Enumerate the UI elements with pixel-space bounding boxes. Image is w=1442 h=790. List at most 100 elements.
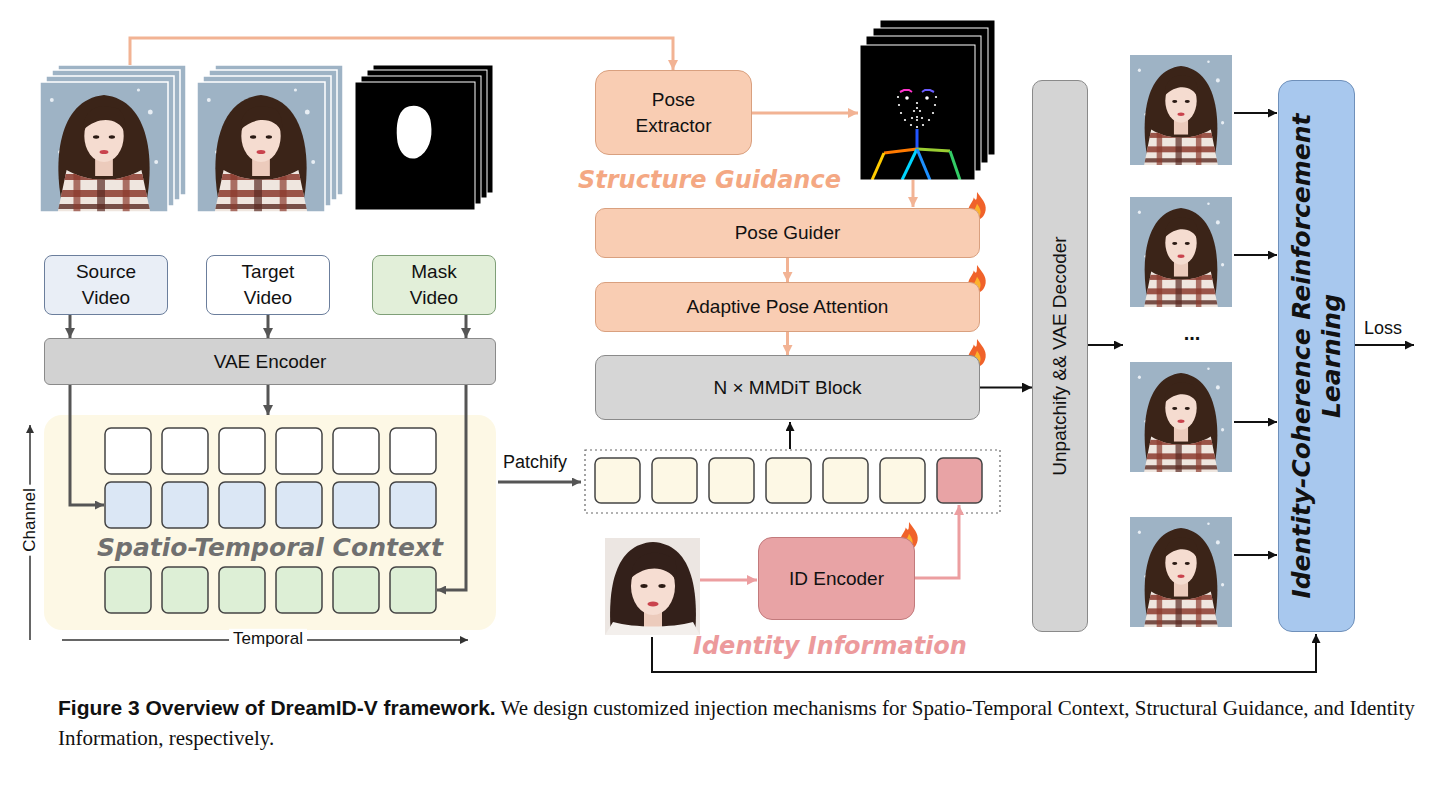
source-video-frames xyxy=(40,82,168,222)
node-label: VAE Encoder xyxy=(214,349,327,375)
context-panel xyxy=(276,567,322,613)
output-frames xyxy=(1130,362,1232,480)
context-panel xyxy=(276,428,322,474)
axis-label-holder: Channel xyxy=(20,484,40,555)
connector-arrow xyxy=(465,315,468,338)
token-strip xyxy=(880,458,925,503)
axis-label: Channel xyxy=(20,484,39,555)
token-strip xyxy=(595,458,982,503)
mask-video-frames xyxy=(355,82,475,210)
input-box: Target Video xyxy=(206,255,330,315)
context-panel xyxy=(105,428,436,613)
node-label: Pose Extractor xyxy=(624,87,724,138)
latent-arrows xyxy=(70,385,581,590)
output-arrows xyxy=(1234,554,1277,556)
context-panel xyxy=(162,567,208,613)
node-label: Pose Guider xyxy=(735,220,841,246)
token-strip xyxy=(766,458,811,503)
figure-caption: Figure 3 Overview of DreamID-V framework… xyxy=(58,693,1430,754)
structure-arrows xyxy=(130,38,913,207)
connector-arrow xyxy=(267,385,270,415)
output-frames xyxy=(1130,197,1232,315)
node-label: Adaptive Pose Attention xyxy=(687,294,889,320)
node-label: Identity-Coherence Reinforcement Learnin… xyxy=(1287,100,1347,612)
identity-arrows xyxy=(915,505,959,578)
node-label: Target Video xyxy=(228,259,308,310)
process-box: ID Encoder xyxy=(758,537,915,620)
pose-frames xyxy=(860,45,975,180)
input-box: Source Video xyxy=(44,255,168,315)
ellipsis-holder: ... xyxy=(1184,321,1201,345)
step-label: Patchify xyxy=(503,452,567,472)
axis-lines xyxy=(30,425,468,640)
latent-arrows xyxy=(498,481,581,484)
connector-arrow xyxy=(786,332,789,355)
source-video-frames xyxy=(40,65,186,222)
context-panel xyxy=(105,482,151,528)
mask-video-frames xyxy=(355,65,493,210)
context-panel xyxy=(390,482,436,528)
process-box: Pose Guider xyxy=(595,208,980,258)
step-label-holder: Patchify xyxy=(503,452,567,474)
output-frames xyxy=(1130,517,1232,635)
token-strip xyxy=(585,450,1000,513)
connector-arrow xyxy=(267,315,270,338)
loss-module: Identity-Coherence Reinforcement Learnin… xyxy=(1278,80,1355,632)
context-panel xyxy=(390,567,436,613)
process-box: Adaptive Pose Attention xyxy=(595,282,980,332)
connector-arrow xyxy=(69,315,72,338)
node-label: Spatio-Temporal Context xyxy=(97,531,443,565)
output-arrows xyxy=(1088,344,1123,346)
node-label: ID Encoder xyxy=(789,566,884,592)
output-label: Loss xyxy=(1364,318,1402,338)
identity-image xyxy=(605,538,700,635)
latent-arrows xyxy=(70,385,104,505)
rotated-text-holder: Unpatchify && VAE Decoder xyxy=(1047,100,1073,612)
process-box: N × MMDiT Block xyxy=(595,355,980,420)
target-video-frames xyxy=(197,82,325,212)
pose-frames xyxy=(860,20,995,180)
token-strip xyxy=(937,458,982,503)
input-box: Mask Video xyxy=(372,255,496,315)
connector-arrow xyxy=(786,258,789,282)
context-panel: Spatio-Temporal Context xyxy=(44,415,496,630)
pose-frames xyxy=(860,45,975,180)
output-label-holder: Loss xyxy=(1364,318,1402,340)
node-label: Mask Video xyxy=(394,259,474,310)
section-label: Structure Guidance xyxy=(578,166,841,194)
ellipsis: ... xyxy=(1184,322,1201,344)
output-frames xyxy=(1130,55,1232,635)
context-panel xyxy=(276,482,322,528)
context-panel xyxy=(219,567,265,613)
section-label: Identity Information xyxy=(693,632,967,660)
connector-arrow xyxy=(980,387,1032,389)
token-strip xyxy=(585,450,1000,513)
context-panel xyxy=(162,482,208,528)
identity-image xyxy=(605,538,700,635)
token-strip xyxy=(823,458,868,503)
mask-video-frames xyxy=(355,82,475,210)
axis-label: Temporal xyxy=(229,629,307,648)
target-video-frames xyxy=(197,65,343,222)
token-strip xyxy=(595,458,640,503)
structure-arrows xyxy=(130,38,673,70)
output-arrows xyxy=(1234,421,1277,423)
structure-arrows xyxy=(912,180,915,207)
structure-arrows xyxy=(752,112,858,115)
token-strip xyxy=(652,458,697,503)
output-arrows xyxy=(1234,112,1277,114)
rotated-text-holder: Identity-Coherence Reinforcement Learnin… xyxy=(1287,100,1347,612)
context-panel xyxy=(333,482,379,528)
output-arrows xyxy=(1234,254,1277,256)
token-arrow xyxy=(789,422,791,449)
target-video-frames xyxy=(197,82,325,222)
context-panel xyxy=(333,428,379,474)
identity-arrows xyxy=(700,579,757,582)
source-video-frames xyxy=(40,82,168,212)
context-panel xyxy=(219,482,265,528)
output-arrows xyxy=(1355,344,1414,346)
context-panel xyxy=(390,428,436,474)
context-panel xyxy=(219,428,265,474)
node-label: Source Video xyxy=(66,259,146,310)
